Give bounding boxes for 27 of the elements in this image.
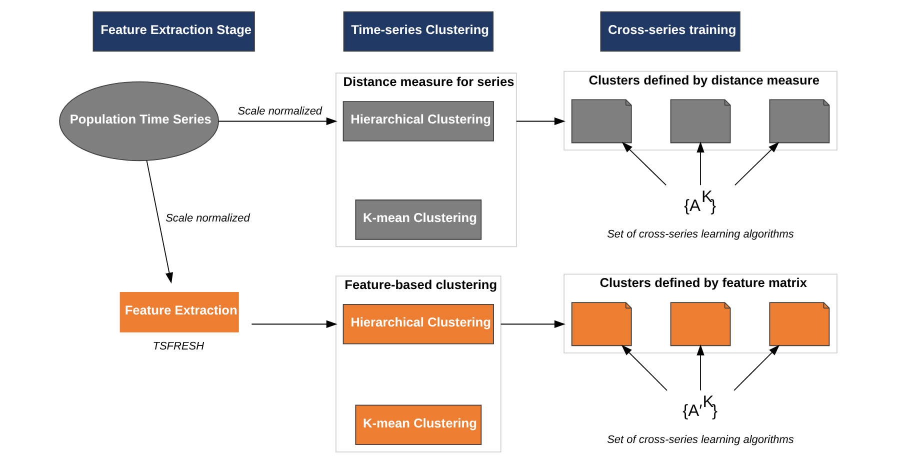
- arrow: [218, 117, 338, 126]
- node-box: Feature Extraction Stage: [92, 11, 255, 52]
- node-label: Set of cross-series learning algorithms: [607, 434, 794, 446]
- arrow: [622, 142, 667, 186]
- edge-label: Scale normalized: [238, 105, 322, 118]
- cluster: Clusters defined by distance measure: [564, 70, 838, 151]
- node-box: Cross-series training: [600, 11, 740, 52]
- arrow: [734, 344, 780, 391]
- cluster: Clusters defined by feature matrix: [564, 274, 838, 354]
- node-box: Time-series Clustering: [343, 11, 494, 52]
- node-box: Hierarchical Clustering: [342, 101, 494, 142]
- node-label: Set of cross-series learning algorithms: [607, 228, 794, 241]
- arrow: [146, 160, 174, 284]
- arrow: [696, 344, 704, 391]
- edge-label: Scale normalized: [166, 212, 250, 225]
- arrow: [500, 320, 566, 328]
- node-box: K-mean Clustering: [355, 404, 482, 446]
- arrow: [621, 344, 668, 391]
- arrow: [251, 320, 338, 328]
- node-ellipse: Population Time Series: [59, 81, 220, 162]
- node-box: Hierarchical Clustering: [342, 304, 494, 344]
- node-label: TSFRESH: [152, 340, 204, 352]
- arrow: [696, 141, 704, 186]
- node-box: K-mean Clustering: [355, 200, 482, 240]
- arrow: [734, 142, 780, 186]
- node-box: Feature Extraction: [120, 292, 239, 332]
- arrow: [516, 117, 566, 126]
